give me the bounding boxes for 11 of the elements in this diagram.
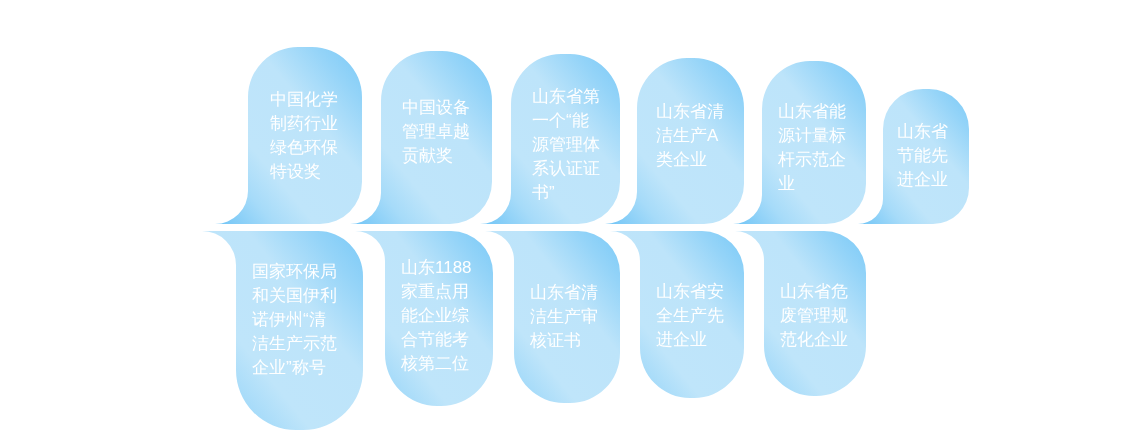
award-text: 山东省节能先进企业 <box>897 121 949 191</box>
award-text: 山东省第一个“能源管理体系认证证书” <box>532 86 601 204</box>
award-text: 国家环保局和关国伊利诺伊州“清洁生产示范企业”称号 <box>252 261 338 379</box>
award-text: 山东1188家重点用能企业综合节能考核第二位 <box>401 257 473 375</box>
award-text: 山东省清洁生产审核证书 <box>530 282 599 352</box>
award-text: 山东省安全生产先进企业 <box>656 281 725 351</box>
award-text: 中国化学制药行业绿色环保特设奖 <box>270 89 339 183</box>
award-text: 山东省能源计量标杆示范企业 <box>778 101 847 195</box>
award-text: 山东省危废管理规范化企业 <box>780 281 849 351</box>
award-text: 中国设备管理卓越贡献奖 <box>402 97 471 167</box>
award-text: 山东省清洁生产A类企业 <box>656 101 725 171</box>
